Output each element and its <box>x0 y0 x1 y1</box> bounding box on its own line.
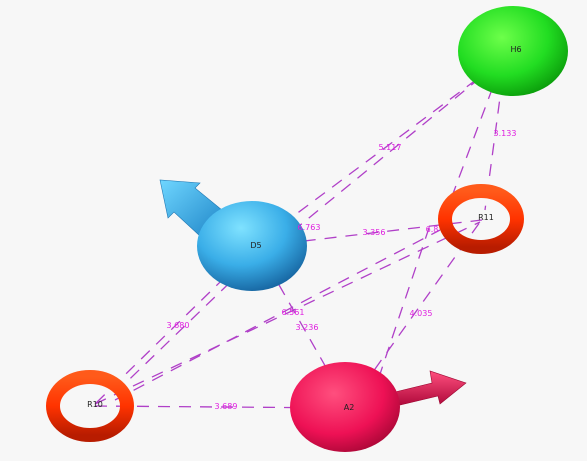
distance-d5-h6: 5.117 <box>379 143 402 152</box>
distance-r10-a2: 3.689 <box>215 402 238 411</box>
node-d5[interactable]: D5 <box>159 179 307 291</box>
d5-sphere <box>197 201 307 291</box>
edge-h6-r11-second <box>444 67 501 216</box>
h6-sphere <box>458 6 568 96</box>
edge-a2-r11 <box>349 221 481 405</box>
edge-r10-r11-second <box>114 229 441 401</box>
distance-d5-r11: 3.356 <box>363 228 386 237</box>
r10-ring <box>46 370 134 442</box>
node-d5-label: D5 <box>250 241 261 250</box>
edge-d5-r10-second <box>109 267 246 399</box>
r11-ring <box>438 184 524 254</box>
edge-d5-r11 <box>261 219 483 247</box>
node-r10[interactable]: R10 <box>46 370 134 442</box>
distance-a2-r11: 4.035 <box>410 309 433 318</box>
node-r11-label: R11 <box>478 213 494 222</box>
node-a2-label: A2 <box>344 403 355 412</box>
distance-d5-a2: 3.236 <box>296 323 319 332</box>
distance-d5-other: 6.763 <box>298 223 321 232</box>
distance-labels: 5.117 3.133 6.763 3.356 6.8 3.680 6.561 … <box>167 129 517 411</box>
edge-a2-r11-second <box>371 224 431 399</box>
node-r10-label: R10 <box>87 400 103 409</box>
a2-sphere <box>290 362 400 452</box>
node-h6[interactable]: H6 <box>458 6 568 96</box>
distance-r11-partial: 6.8 <box>426 225 439 234</box>
node-r11[interactable]: R11 <box>438 184 524 254</box>
node-h6-label: H6 <box>510 45 521 54</box>
edge-d5-r10 <box>94 247 256 405</box>
edges <box>94 54 509 409</box>
distance-h6-r11: 3.133 <box>494 129 517 138</box>
node-a2[interactable]: A2 <box>290 362 467 452</box>
edge-r10-r11 <box>94 221 481 405</box>
edge-d5-h6 <box>259 54 509 259</box>
distance-r10-r11: 6.561 <box>282 308 305 317</box>
a2-direction-arrow <box>394 370 467 406</box>
distance-d5-r10: 3.680 <box>167 321 190 330</box>
